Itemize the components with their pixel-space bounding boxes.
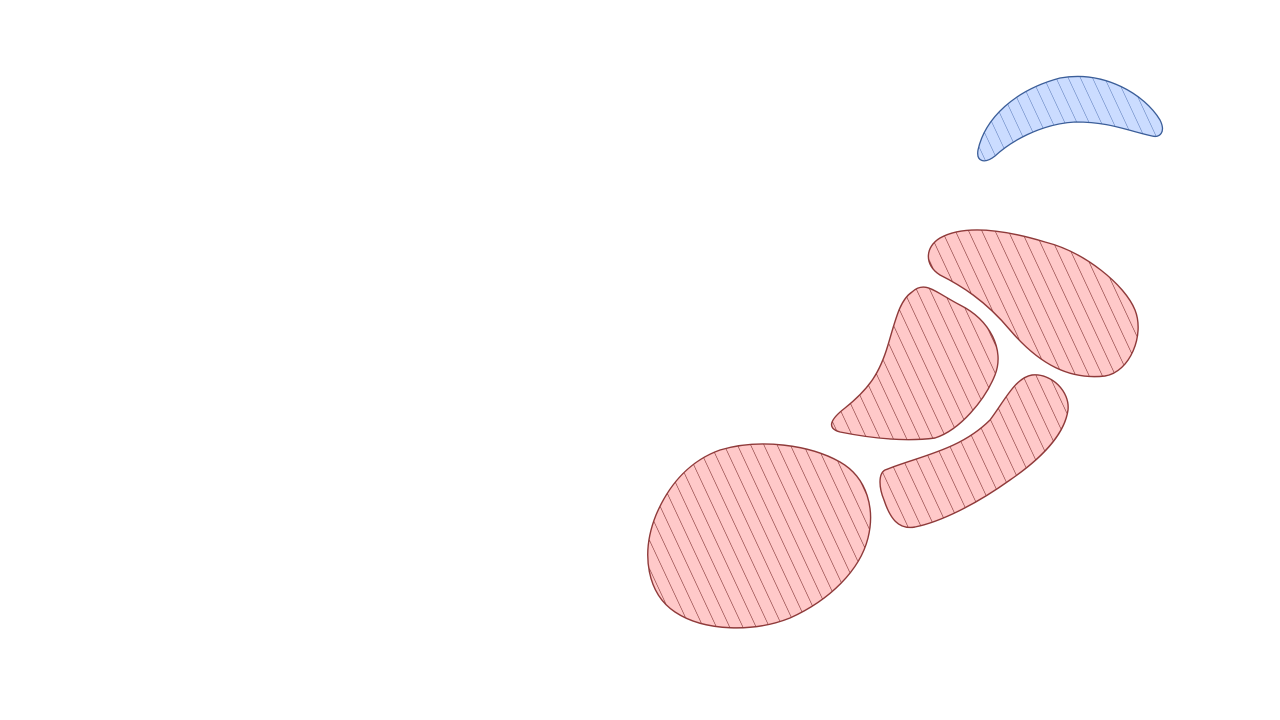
blue-crescent-region — [977, 75, 1164, 162]
red-triangular-blob — [830, 286, 999, 441]
red-curved-lower-blob — [879, 374, 1069, 529]
red-large-oval-blob — [647, 443, 872, 629]
red-upper-right-blob — [927, 229, 1139, 378]
